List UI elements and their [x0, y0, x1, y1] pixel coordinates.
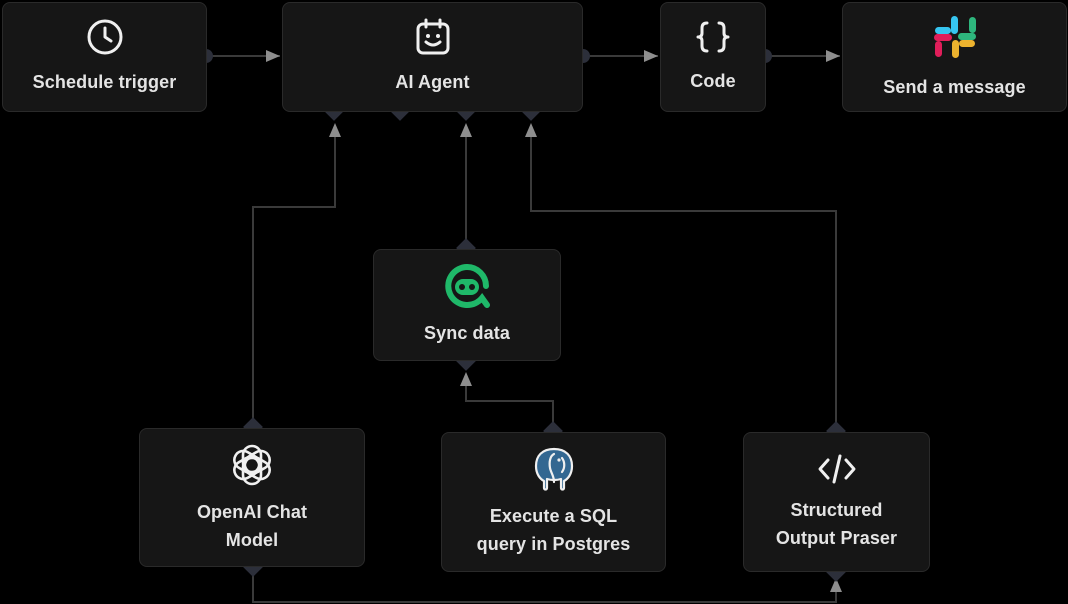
node-label-line-2: Output Praser — [775, 528, 898, 548]
node-label-line-1: OpenAI Chat — [196, 501, 308, 522]
edge-openai-to-agent[interactable] — [252, 123, 341, 426]
clock-icon — [87, 19, 122, 55]
node-sync-data[interactable]: Sync data — [373, 249, 561, 361]
chat-bot-icon — [445, 264, 490, 308]
edge-agent-to-code[interactable] — [583, 50, 658, 62]
node-label-line-1: Execute a SQL — [489, 506, 618, 526]
node-schedule-trigger[interactable]: Schedule trigger — [2, 2, 207, 112]
edge-code-to-slack[interactable] — [765, 50, 840, 62]
node-label: Schedule trigger — [32, 72, 177, 92]
node-label: Code — [690, 71, 736, 91]
edge-parser-to-agent[interactable] — [525, 123, 837, 430]
node-label-line-1: Structured — [790, 500, 883, 520]
code-brackets-icon — [818, 454, 855, 484]
node-openai-chat-model[interactable]: OpenAI Chat Model — [139, 428, 365, 567]
node-ai-agent[interactable]: AI Agent — [282, 2, 583, 112]
node-structured-output-parser[interactable]: Structured Output Praser — [743, 432, 930, 572]
edge-schedule-to-agent[interactable] — [206, 50, 280, 62]
slack-icon — [933, 16, 976, 58]
node-send-message[interactable]: Send a message — [842, 2, 1067, 112]
node-label: Send a message — [883, 77, 1026, 97]
node-label: Sync data — [424, 323, 510, 343]
openai-icon — [233, 444, 271, 485]
curly-braces-icon — [696, 21, 730, 53]
edge-openai-to-parser[interactable] — [252, 567, 842, 603]
edge-sync-to-agent[interactable] — [460, 123, 472, 247]
postgres-elephant-icon — [534, 447, 573, 491]
edge-sql-to-sync[interactable] — [460, 372, 554, 430]
node-label: AI Agent — [395, 72, 470, 92]
robot-calendar-icon — [416, 18, 449, 55]
node-label-line-2: Model — [225, 529, 279, 550]
node-execute-sql[interactable]: Execute a SQL query in Postgres — [441, 432, 666, 572]
node-code[interactable]: Code — [660, 2, 766, 112]
node-label-line-2: query in Postgres — [476, 534, 631, 554]
